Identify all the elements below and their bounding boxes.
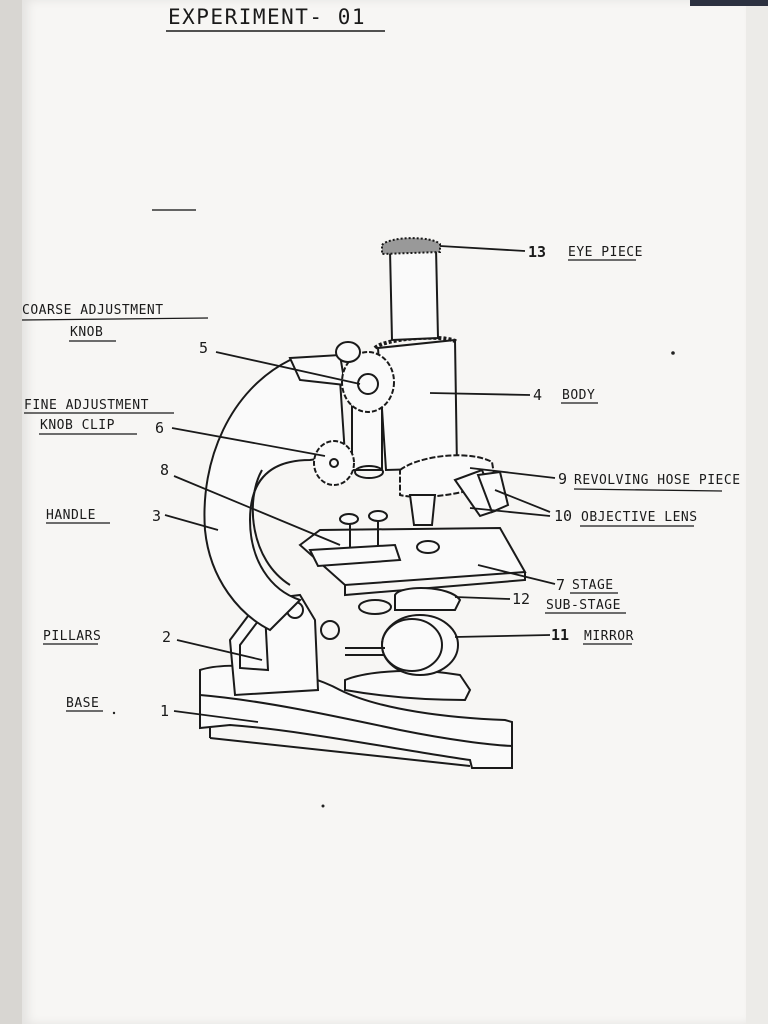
arm-shape [203, 358, 347, 632]
stray-dot [112, 711, 116, 715]
label-fine-adjustment-line1: FINE ADJUSTMENT [24, 398, 149, 413]
label-eye-piece: EYE PIECE [568, 245, 643, 260]
label-5-number: 5 [199, 339, 208, 357]
sub-stage-shape [394, 587, 462, 611]
stage-shape [298, 526, 527, 587]
label-mirror: MIRROR [584, 629, 634, 644]
label-10-number: 10 [554, 507, 572, 525]
label-9-number: 9 [558, 470, 567, 488]
label-fine-adjustment-line2: KNOB CLIP [40, 418, 115, 433]
page-corner-dark [690, 0, 768, 6]
label-stage: STAGE [572, 578, 614, 593]
label-12-number: 12 [512, 590, 530, 608]
underline [21, 317, 209, 321]
label-6-number: 6 [155, 419, 164, 437]
label-4-number: 4 [533, 386, 542, 404]
label-13-number: 13 [528, 243, 546, 261]
label-sub-stage: SUB-STAGE [546, 598, 621, 613]
stray-dot [671, 351, 675, 355]
leader-lines [164, 245, 556, 723]
microscope-drawing [199, 237, 527, 769]
label-coarse-adjustment-line2: KNOB [70, 325, 103, 340]
page-title: EXPERIMENT- 01 [168, 5, 366, 29]
eyepiece-tube-shape [388, 246, 440, 342]
page-edge-right [746, 0, 768, 1024]
label-coarse-adjustment-line1: COARSE ADJUSTMENT [22, 303, 164, 318]
label-pillars: PILLARS [43, 629, 101, 644]
label-handle: HANDLE [46, 508, 96, 523]
label-body: BODY [562, 388, 595, 403]
label-base: BASE [66, 696, 99, 711]
page-edge-left [0, 0, 22, 1024]
coarse-knob-shape [341, 351, 395, 413]
body-tube-shape [376, 338, 459, 472]
label-revolving-nose-piece: REVOLVING HOSE PIECE [574, 473, 741, 488]
label-3-number: 3 [152, 507, 161, 525]
label-2-number: 2 [162, 628, 171, 646]
fine-knob-shape [313, 440, 355, 486]
label-11-number: 11 [551, 626, 569, 644]
stray-dot [321, 804, 325, 808]
label-7-number: 7 [556, 576, 565, 594]
underline [573, 488, 723, 492]
label-1-number: 1 [160, 702, 169, 720]
label-objective-lens: OBJECTIVE LENS [581, 510, 698, 525]
label-8-number: 8 [160, 461, 169, 479]
